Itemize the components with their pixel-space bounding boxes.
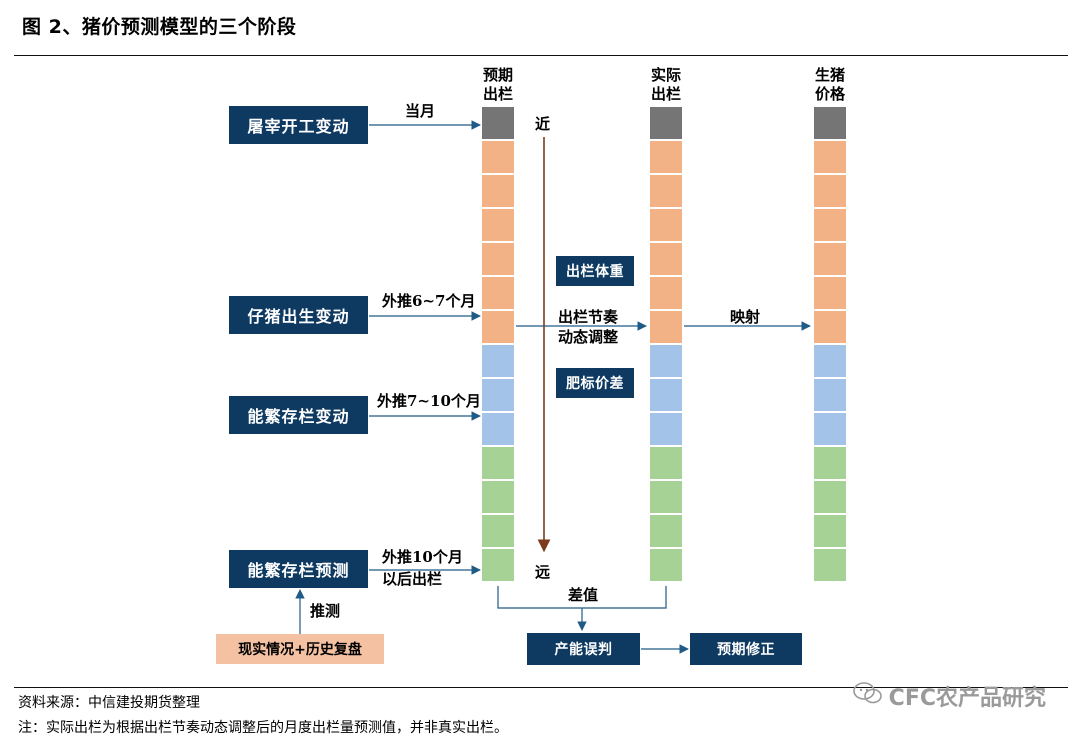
stack-cell-gray (482, 107, 514, 141)
stack-cell-orange (814, 311, 846, 345)
stack-cell-orange (482, 141, 514, 175)
stack-cell-green (814, 481, 846, 515)
stack-cell-orange (650, 243, 682, 277)
forecast-column-header: 预期 出栏 (478, 66, 518, 104)
reality-history-box: 现实情况+历史复盘 (216, 634, 384, 664)
stack-cell-blue (650, 379, 682, 413)
stack-cell-orange (482, 209, 514, 243)
stack-cell-blue (814, 345, 846, 379)
stack-cell-green (814, 549, 846, 583)
top-rule (14, 55, 1068, 56)
bottom-rule (14, 687, 1068, 688)
rhythm-line2: 动态调整 (558, 328, 619, 346)
expectation-correction-box: 预期修正 (690, 633, 802, 665)
sow-stock-change-box: 能繁存栏变动 (229, 396, 368, 434)
stack-cell-green (814, 447, 846, 481)
wechat-icon (852, 681, 883, 711)
stack-cell-green (482, 481, 514, 515)
stack-cell-blue (482, 379, 514, 413)
actual-header-line1: 实际 (650, 66, 681, 84)
stack-cell-green (650, 481, 682, 515)
stack-cell-orange (814, 175, 846, 209)
stack-cell-orange (814, 209, 846, 243)
stack-cell-green (814, 515, 846, 549)
stack-cell-orange (814, 141, 846, 175)
stack-cell-orange (482, 277, 514, 311)
stack-cell-blue (482, 345, 514, 379)
label-extrapolate-7-10: 外推7~10个月 (377, 392, 481, 410)
stack-cell-orange (650, 175, 682, 209)
actual-header-line2: 出栏 (650, 85, 681, 103)
stack-cell-green (650, 549, 682, 583)
footer-note: 注：实际出栏为根据出栏节奏动态调整后的月度出栏量预测值，并非真实出栏。 (18, 720, 508, 736)
stack-cell-orange (814, 243, 846, 277)
forecast-header-line2: 出栏 (482, 85, 513, 103)
stack-cell-orange (482, 311, 514, 345)
forecast-header-line1: 预期 (482, 66, 513, 84)
sow-stock-forecast-box: 能繁存栏预测 (229, 550, 368, 588)
price-header-line2: 价格 (814, 85, 845, 103)
label-later-output: 以后出栏 (382, 570, 443, 588)
price-stack (814, 107, 846, 583)
stack-cell-green (482, 549, 514, 583)
forecast-stack (482, 107, 514, 583)
rhythm-label: 出栏节奏 动态调整 (558, 307, 618, 347)
mapping-label: 映射 (730, 308, 761, 326)
stack-cell-orange (650, 311, 682, 345)
near-label: 近 (535, 115, 551, 133)
stack-cell-green (650, 447, 682, 481)
stack-cell-orange (650, 209, 682, 243)
watermark: CFC农产品研究 (852, 680, 1046, 712)
far-label: 远 (535, 563, 551, 581)
stack-cell-gray (814, 107, 846, 141)
actual-stack (650, 107, 682, 583)
rhythm-line1: 出栏节奏 (558, 308, 619, 326)
watermark-text: CFC农产品研究 (888, 686, 1046, 711)
label-current-month: 当月 (405, 102, 436, 120)
stack-cell-green (650, 515, 682, 549)
stack-cell-orange (482, 243, 514, 277)
stack-cell-blue (650, 413, 682, 447)
actual-column-header: 实际 出栏 (646, 66, 686, 104)
footer-source: 资料来源：中信建投期货整理 (18, 695, 200, 711)
stack-cell-blue (650, 345, 682, 379)
label-extrapolate-6-7: 外推6~7个月 (382, 292, 476, 310)
figure-title: 图 2、猪价预测模型的三个阶段 (22, 16, 297, 38)
price-column-header: 生猪 价格 (810, 66, 850, 104)
difference-label: 差值 (568, 586, 599, 604)
fat-standard-spread-box: 肥标价差 (556, 368, 634, 398)
capacity-misjudge-box: 产能误判 (527, 633, 640, 665)
push-label: 推测 (310, 602, 341, 620)
stack-cell-blue (814, 379, 846, 413)
stack-cell-blue (814, 413, 846, 447)
output-weight-box: 出栏体重 (556, 256, 634, 286)
price-header-line1: 生猪 (814, 66, 845, 84)
stack-cell-orange (482, 175, 514, 209)
piglet-birth-change-box: 仔猪出生变动 (229, 296, 368, 334)
label-extrapolate-10: 外推10个月 (382, 548, 463, 566)
stack-cell-green (482, 447, 514, 481)
stack-cell-blue (482, 413, 514, 447)
stack-cell-green (482, 515, 514, 549)
stack-cell-gray (650, 107, 682, 141)
stack-cell-orange (650, 141, 682, 175)
stack-cell-orange (814, 277, 846, 311)
stack-cell-orange (650, 277, 682, 311)
slaughter-change-box: 屠宰开工变动 (229, 106, 368, 144)
